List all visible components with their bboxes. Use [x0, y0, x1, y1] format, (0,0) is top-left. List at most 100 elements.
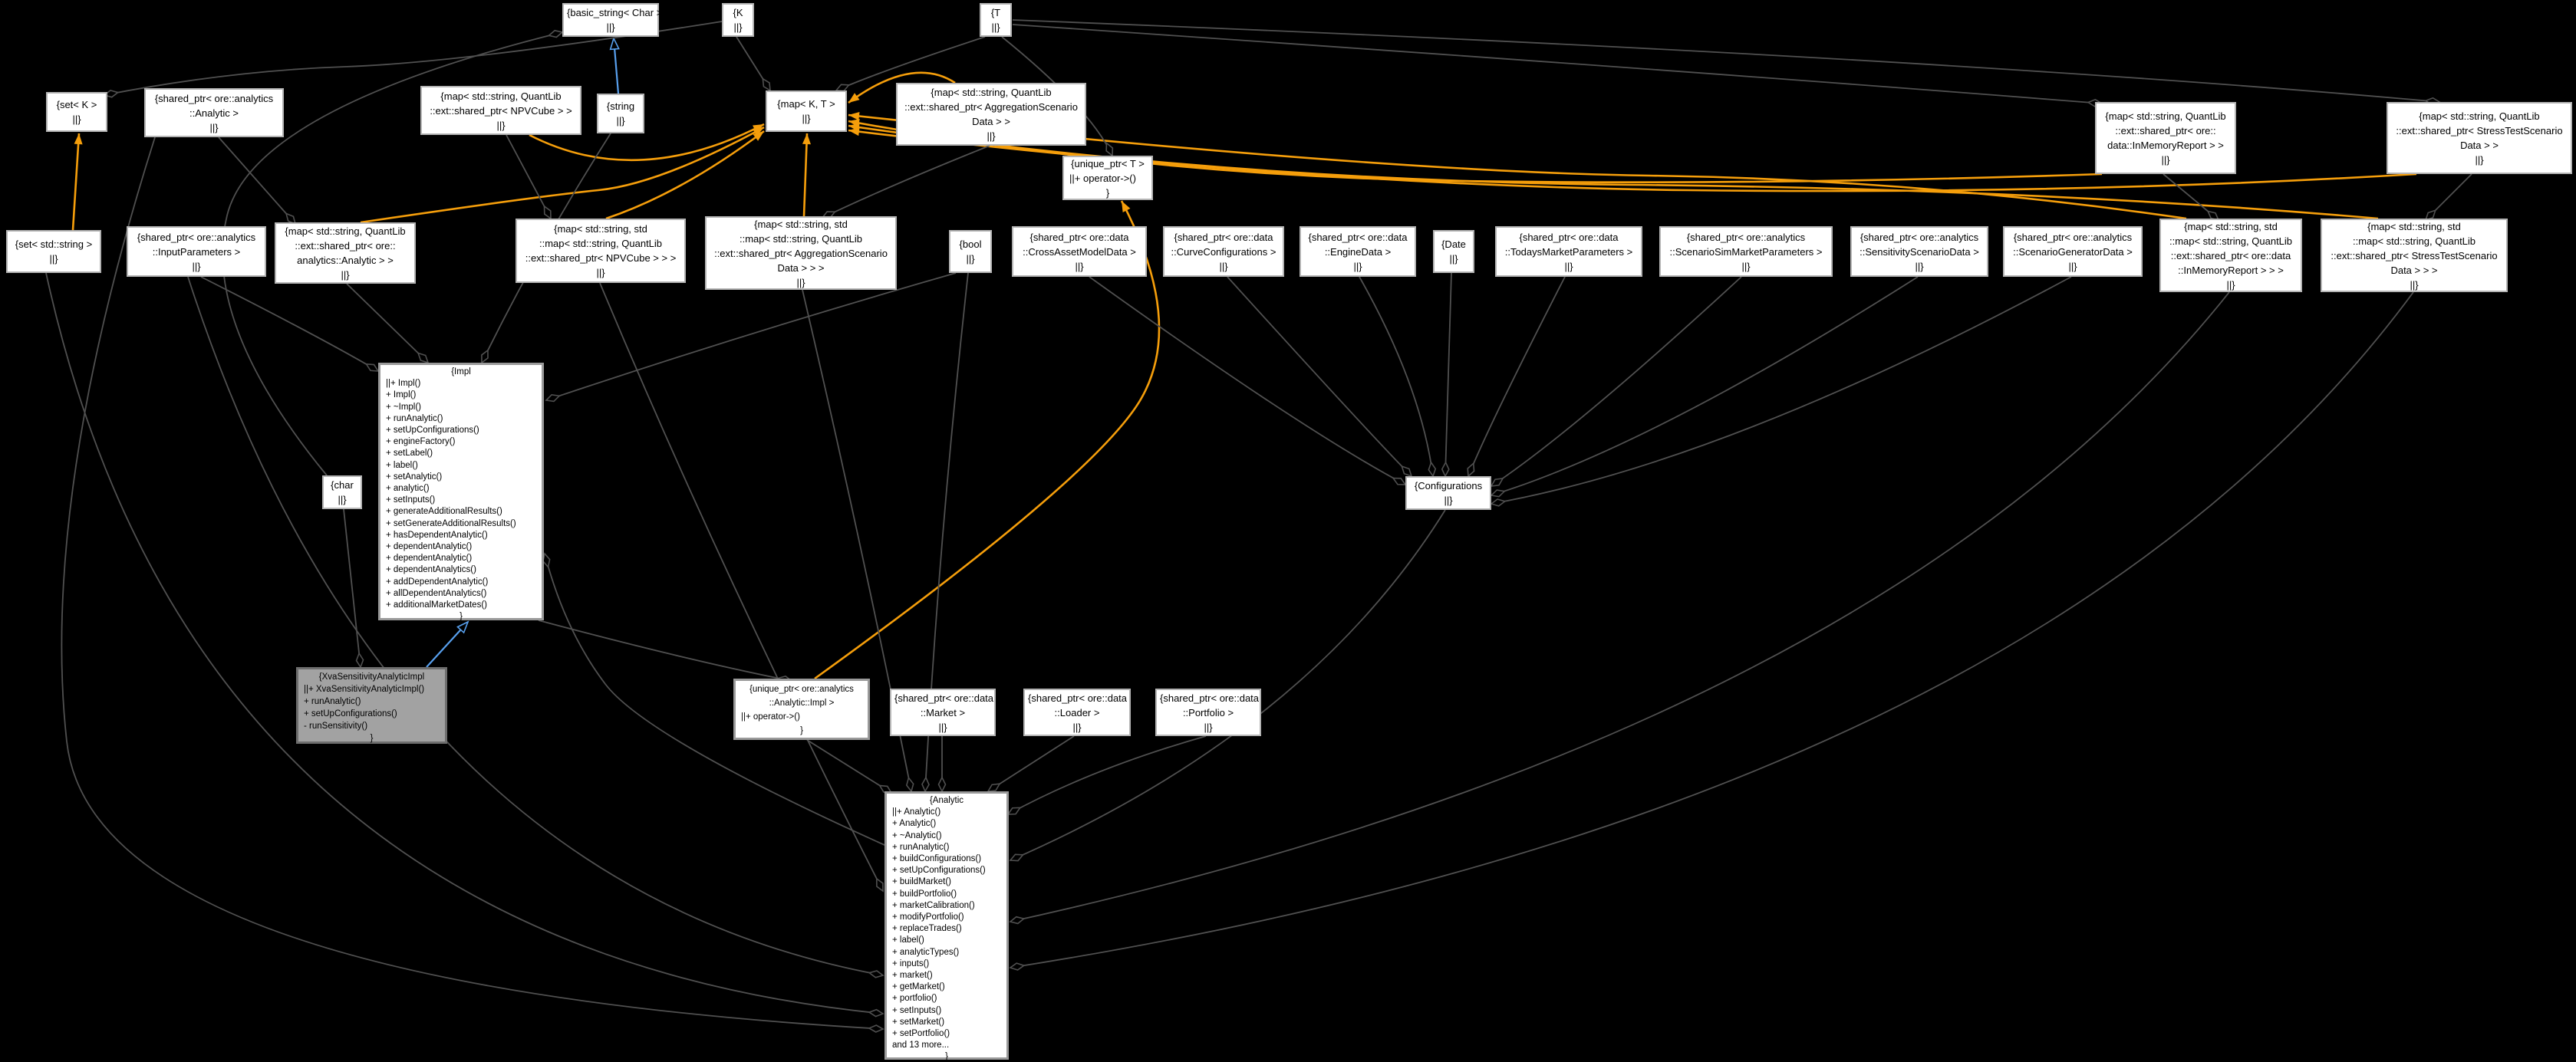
node-label-line: and 13 more...: [892, 1041, 950, 1050]
node-label-line: ||}: [1204, 721, 1213, 733]
graph-node-sp_scengen[interactable]: {shared_ptr< ore::analytics::ScenarioGen…: [2003, 226, 2143, 277]
graph-edge-t-to-map_stress: [1012, 19, 2440, 103]
graph-edge-uptr_impl-to-analytic: [806, 739, 892, 794]
inheritance-arrow-icon: [609, 36, 620, 51]
graph-node-map_kt[interactable]: {map< K, T >||}: [766, 90, 847, 132]
aggregation-diamond-icon: [1490, 478, 1504, 487]
node-label-line: + runAnalytic(): [386, 413, 443, 423]
aggregation-diamond-icon: [285, 212, 297, 225]
node-label-line: ||}: [2226, 278, 2235, 291]
graph-node-string[interactable]: {string||}: [597, 94, 644, 133]
node-label-line: {Analytic: [929, 796, 964, 805]
graph-node-map_map_agg[interactable]: {map< std::string, std::map< std::string…: [705, 216, 897, 290]
template-arrow-icon: [753, 131, 764, 141]
node-label-line: {map< std::string, QuantLib: [931, 87, 1052, 98]
node-label-line: ||}: [1741, 260, 1751, 272]
node-label-line: ::ext::shared_ptr< NPVCube > > >: [525, 252, 677, 264]
graph-node-sp_curveconfig[interactable]: {shared_ptr< ore::data::CurveConfigurati…: [1163, 226, 1284, 277]
node-label-line: + inputs(): [892, 958, 930, 968]
graph-node-map_inmem[interactable]: {map< std::string, QuantLib::ext::shared…: [2095, 102, 2236, 174]
node-label-line: + setMarket(): [892, 1017, 945, 1027]
aggregation-diamond-icon: [543, 205, 552, 220]
aggregation-diamond-icon: [1009, 853, 1025, 862]
graph-node-uptr_impl[interactable]: {unique_ptr< ore::analytics::Analytic::I…: [733, 679, 870, 740]
node-label-line: {char: [331, 479, 354, 491]
node-label-line: + dependentAnalytic(): [386, 554, 473, 564]
graph-node-sp_inputparams[interactable]: {shared_ptr< ore::analytics::InputParame…: [127, 226, 266, 277]
node-label-line: + ~Impl(): [386, 402, 422, 412]
aggregation-diamond-icon: [1467, 462, 1475, 478]
graph-node-map_map_npv[interactable]: {map< std::string, std::map< std::string…: [516, 219, 686, 283]
aggregation-diamond-icon: [2424, 209, 2436, 222]
node-label-line: {map< std::string, QuantLib: [2419, 110, 2540, 122]
template-arrow-icon: [1122, 201, 1131, 212]
graph-node-map_map_inmem[interactable]: {map< std::string, std::map< std::string…: [2159, 219, 2302, 292]
node-label-line: ||}: [2475, 154, 2484, 166]
graph-edge-map_npv-to-map_map_npv: [506, 134, 552, 219]
graph-node-sp_market[interactable]: {shared_ptr< ore::data::Market >||}: [890, 689, 996, 736]
node-label-line: + analytic(): [386, 484, 430, 494]
aggregation-diamond-icon: [547, 29, 564, 38]
graph-node-sp_loader[interactable]: {shared_ptr< ore::data::Loader >||}: [1023, 689, 1131, 736]
graph-node-set_k[interactable]: {set< K >||}: [46, 92, 107, 132]
aggregation-diamond-icon: [545, 394, 561, 403]
graph-node-map_map_stress[interactable]: {map< std::string, std::map< std::string…: [2321, 219, 2508, 292]
inheritance-arrow-icon: [456, 620, 469, 634]
node-label-line: ::ext::shared_ptr< AggregationScenario: [904, 101, 1078, 113]
node-label-line: {shared_ptr< ore::data: [1028, 692, 1128, 704]
aggregation-diamond-icon: [921, 776, 930, 793]
node-label-line: ::map< std::string, QuantLib: [739, 232, 863, 245]
graph-node-impl[interactable]: {Impl||+ Impl()+ Impl()+ ~Impl()+ runAna…: [378, 363, 544, 621]
graph-node-sp_simmarket[interactable]: {shared_ptr< ore::analytics::ScenarioSim…: [1659, 226, 1833, 277]
graph-node-sp_todaysmarket[interactable]: {shared_ptr< ore::data::TodaysMarketPara…: [1495, 226, 1642, 277]
graph-edge-sp_enginedata-to-configurations: [1359, 276, 1434, 477]
node-label-line: }: [1105, 186, 1110, 199]
graph-node-xva_impl[interactable]: {XvaSensitivityAnalyticImpl||+ XvaSensit…: [296, 667, 447, 744]
node-label-line: ::Analytic::Impl >: [769, 699, 835, 708]
graph-node-set_string[interactable]: {set< std::string >||}: [6, 230, 101, 273]
graph-node-sp_sensiscen[interactable]: {shared_ptr< ore::analytics::Sensitivity…: [1850, 226, 1988, 277]
graph-edge-map_map_npv-to-map_kt: [605, 130, 765, 220]
graph-edge-analytic-to-impl: [544, 553, 885, 846]
node-label-line: + setUpConfigurations(): [892, 866, 986, 876]
graph-node-t[interactable]: {T||}: [980, 3, 1012, 37]
graph-edge-map_agg-to-map_kt: [848, 71, 956, 104]
node-label-line: + hasDependentAnalytic(): [386, 530, 488, 540]
node-label-line: {set< std::string >: [15, 238, 93, 250]
graph-node-uptr_t[interactable]: {unique_ptr< T >||+ operator->()}: [1062, 156, 1153, 200]
graph-node-k[interactable]: {K||}: [722, 3, 754, 37]
graph-node-sp_crossasset[interactable]: {shared_ptr< ore::data::CrossAssetModelD…: [1012, 226, 1147, 277]
node-label-line: ||}: [1072, 721, 1082, 733]
graph-node-analytic[interactable]: {Analytic||+ Analytic()+ Analytic()+ ~An…: [884, 791, 1009, 1061]
node-label-line: ||}: [1564, 260, 1573, 272]
node-label-line: {shared_ptr< ore::analytics: [1686, 231, 1806, 243]
graph-edge-sp_simmarket-to-configurations: [1491, 276, 1742, 487]
node-label-line: + setInputs(): [892, 1005, 942, 1015]
graph-node-date[interactable]: {Date||}: [1433, 230, 1474, 273]
graph-edge-sp_analytic-to-analytic: [61, 136, 884, 1030]
node-label-line: ::CrossAssetModelData >: [1023, 245, 1136, 258]
node-label-line: + allDependentAnalytics(): [386, 588, 487, 598]
node-label-line: Data > >: [2460, 140, 2499, 151]
graph-node-map_stress[interactable]: {map< std::string, QuantLib::ext::shared…: [2387, 102, 2572, 174]
node-label-line: ::Market >: [920, 706, 966, 718]
node-label-line: - runSensitivity(): [304, 722, 368, 731]
graph-node-sp_enginedata[interactable]: {shared_ptr< ore::data::EngineData >||}: [1300, 226, 1416, 277]
node-label-line: ||+ operator->(): [741, 712, 800, 722]
graph-node-char[interactable]: {char ||}: [322, 475, 362, 509]
node-label-line: ||}: [1915, 260, 1924, 272]
graph-node-sp_portfolio[interactable]: {shared_ptr< ore::data::Portfolio >||}: [1155, 689, 1261, 736]
graph-node-map_analytic[interactable]: {map< std::string, QuantLib::ext::shared…: [275, 222, 416, 284]
graph-node-map_npv[interactable]: {map< std::string, QuantLib::ext::shared…: [420, 86, 581, 135]
aggregation-diamond-icon: [762, 77, 771, 92]
graph-node-sp_analytic[interactable]: {shared_ptr< ore::analytics::Analytic >|…: [144, 88, 284, 137]
graph-node-bool[interactable]: {bool||}: [949, 230, 992, 273]
graph-node-configurations[interactable]: {Configurations||}: [1405, 476, 1491, 510]
node-label-line: ::ScenarioSimMarketParameters >: [1669, 245, 1823, 258]
graph-node-basic_string[interactable]: {basic_string< Char >||}: [562, 3, 662, 37]
node-label-line: ||}: [338, 494, 347, 505]
graph-node-map_agg[interactable]: {map< std::string, QuantLib::ext::shared…: [896, 83, 1086, 146]
node-label-line: }: [800, 726, 803, 735]
graph-edge-sp_portfolio-to-analytic: [1007, 735, 1207, 815]
node-label-line: ::Loader >: [1054, 706, 1100, 718]
